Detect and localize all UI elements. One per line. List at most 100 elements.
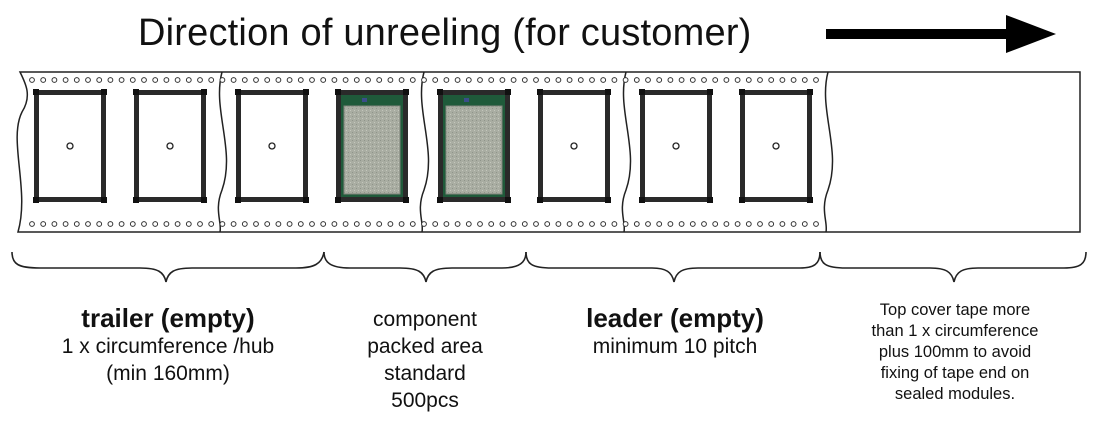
sprocket-hole [689,221,696,227]
sprocket-hole [566,77,573,83]
sprocket-hole [622,221,629,227]
sprocket-hole [421,77,427,83]
sprocket-hole [633,221,640,227]
sprocket-hole [745,77,752,83]
sprocket-hole [421,221,427,227]
sprocket-hole [118,221,125,227]
sprocket-hole [499,77,506,83]
sprocket-hole [309,221,315,227]
sprocket-hole [331,221,338,227]
sprocket-hole [712,77,719,83]
sprocket-hole [51,77,58,83]
sprocket-hole [701,221,707,227]
sprocket-hole [409,77,416,83]
sprocket-hole [488,221,495,227]
sprocket-hole [544,77,551,83]
cover-tape-label: Top cover tape more than 1 x circumferen… [830,300,1080,405]
sprocket-hole [152,77,159,83]
sprocket-hole [264,77,271,83]
sprocket-hole [521,77,528,83]
sprocket-hole [309,77,315,83]
brace-cover [819,251,1087,283]
sprocket-hole [689,77,696,83]
cover-line-5: sealed modules. [894,385,1016,403]
sprocket-hole [230,77,237,83]
sprocket-hole [454,221,461,227]
sprocket-hole [208,221,215,227]
sprocket-hole [555,221,562,227]
sprocket-hole [701,77,707,83]
sprocket-hole [129,77,136,83]
tape-pockets [33,89,813,203]
sprocket-hole [107,77,114,83]
sprocket-hole [757,221,763,227]
sprocket-hole [297,221,304,227]
cover-line-1: Top cover tape more [879,301,1031,319]
sprocket-hole [779,221,786,227]
sprocket-hole [611,77,618,83]
sprocket-hole [622,77,629,83]
sprocket-hole [197,77,203,83]
sprocket-hole [745,221,752,227]
empty-pocket [33,89,107,203]
empty-pocket [235,89,309,203]
sprocket-hole [96,221,103,227]
sprocket-hole [331,77,338,83]
sprocket-hole [734,77,741,83]
sprocket-hole [163,221,170,227]
sprocket-hole [555,77,562,83]
sprocket-hole [589,77,595,83]
sprocket-hole [477,77,483,83]
sprocket-hole [813,77,819,83]
sprocket-hole [510,77,517,83]
sprocket-hole [253,77,259,83]
sprocket-hole [779,77,786,83]
sprocket-hole [40,77,47,83]
sprocket-hole [264,221,271,227]
sprocket-hole [678,221,685,227]
sprocket-hole [790,221,797,227]
sprocket-hole [96,77,103,83]
sprocket-hole [398,77,405,83]
pocket-hole [268,142,276,150]
sprocket-hole [185,77,192,83]
sprocket-hole [488,77,495,83]
pocket-hole [672,142,680,150]
sprocket-hole [432,77,439,83]
sprocket-hole [219,221,226,227]
sprocket-hole [342,221,349,227]
sprocket-hole [723,221,730,227]
pocket-hole [772,142,780,150]
tape-segment-joints [217,71,834,233]
sprocket-hole [667,221,674,227]
sprocket-hole [566,221,573,227]
section-braces [11,251,1087,283]
component-line-2: packed area [367,335,483,358]
pocket-with-module [335,89,409,203]
sprocket-hole [376,221,383,227]
sprocket-hole [465,77,472,83]
sprocket-hole [286,77,293,83]
sprocket-hole [376,77,383,83]
sprocket-hole [454,77,461,83]
sprocket-hole [533,221,539,227]
sprocket-hole [163,77,170,83]
sprocket-hole [387,77,394,83]
sprocket-hole [62,221,69,227]
sprocket-hole [107,221,114,227]
pocket-hole [166,142,174,150]
empty-pocket [133,89,207,203]
sprocket-holes [29,77,819,227]
leader-line-1: minimum 10 pitch [592,335,758,358]
sprocket-hole [129,221,136,227]
sprocket-hole [118,77,125,83]
sprocket-hole [73,77,80,83]
pocket-with-module [437,89,511,203]
sprocket-hole [29,77,35,83]
cover-line-3: plus 100mm to avoid [878,343,1032,361]
component-line-1: component [373,308,477,331]
sprocket-hole [645,77,651,83]
leader-section-label: leader (empty) minimum 10 pitch [540,303,810,360]
sprocket-hole [813,221,819,227]
sprocket-hole [241,221,248,227]
